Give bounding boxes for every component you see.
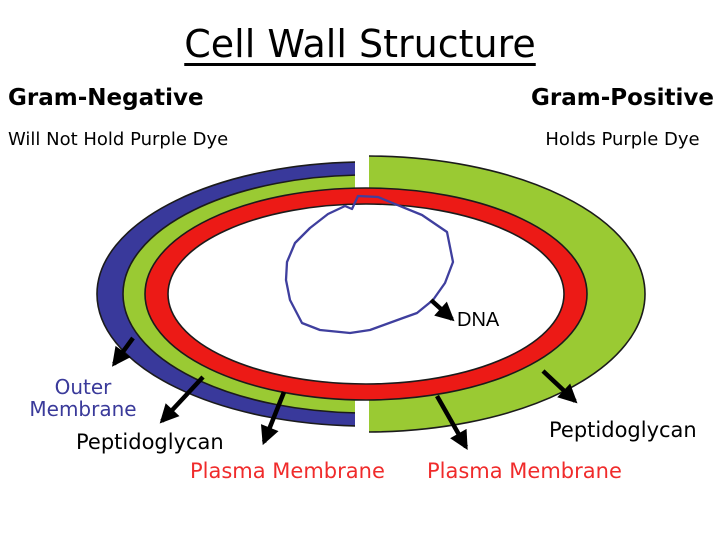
peptidoglycan-right-label: Peptidoglycan: [549, 418, 697, 442]
peptidoglycan-right-arrow: [541, 369, 578, 404]
gram-positive-subheading: Holds Purple Dye: [545, 129, 700, 150]
plasma-membrane-right-arrow: [435, 394, 468, 450]
plasma-membrane-left-arrow: [260, 391, 287, 446]
peptidoglycan-left-arrow: [159, 375, 205, 424]
gram-positive-header: Gram-Positive Holds Purple Dye: [531, 84, 714, 151]
dna-arrow: [429, 298, 455, 322]
pointer-arrows: [111, 298, 578, 450]
plasma-membrane-right-label: Plasma Membrane: [427, 459, 622, 483]
plasma-membrane-left-label: Plasma Membrane: [190, 459, 385, 483]
gram-negative-header: Gram-Negative Will Not Hold Purple Dye: [8, 84, 228, 151]
peptidoglycan-left-label: Peptidoglycan: [76, 430, 224, 454]
gram-negative-subheading: Will Not Hold Purple Dye: [8, 129, 229, 150]
page-title: Cell Wall Structure: [184, 22, 536, 66]
outer-membrane-arrow: [111, 336, 135, 367]
gram-negative-heading: Gram-Negative: [8, 85, 204, 111]
dna-outline: [284, 194, 455, 335]
cytoplasm-area: [167, 203, 565, 385]
outer-membrane-label: Outer Membrane: [29, 375, 137, 422]
gram-positive-heading: Gram-Positive: [531, 85, 714, 111]
dna-label: DNA: [457, 309, 500, 331]
